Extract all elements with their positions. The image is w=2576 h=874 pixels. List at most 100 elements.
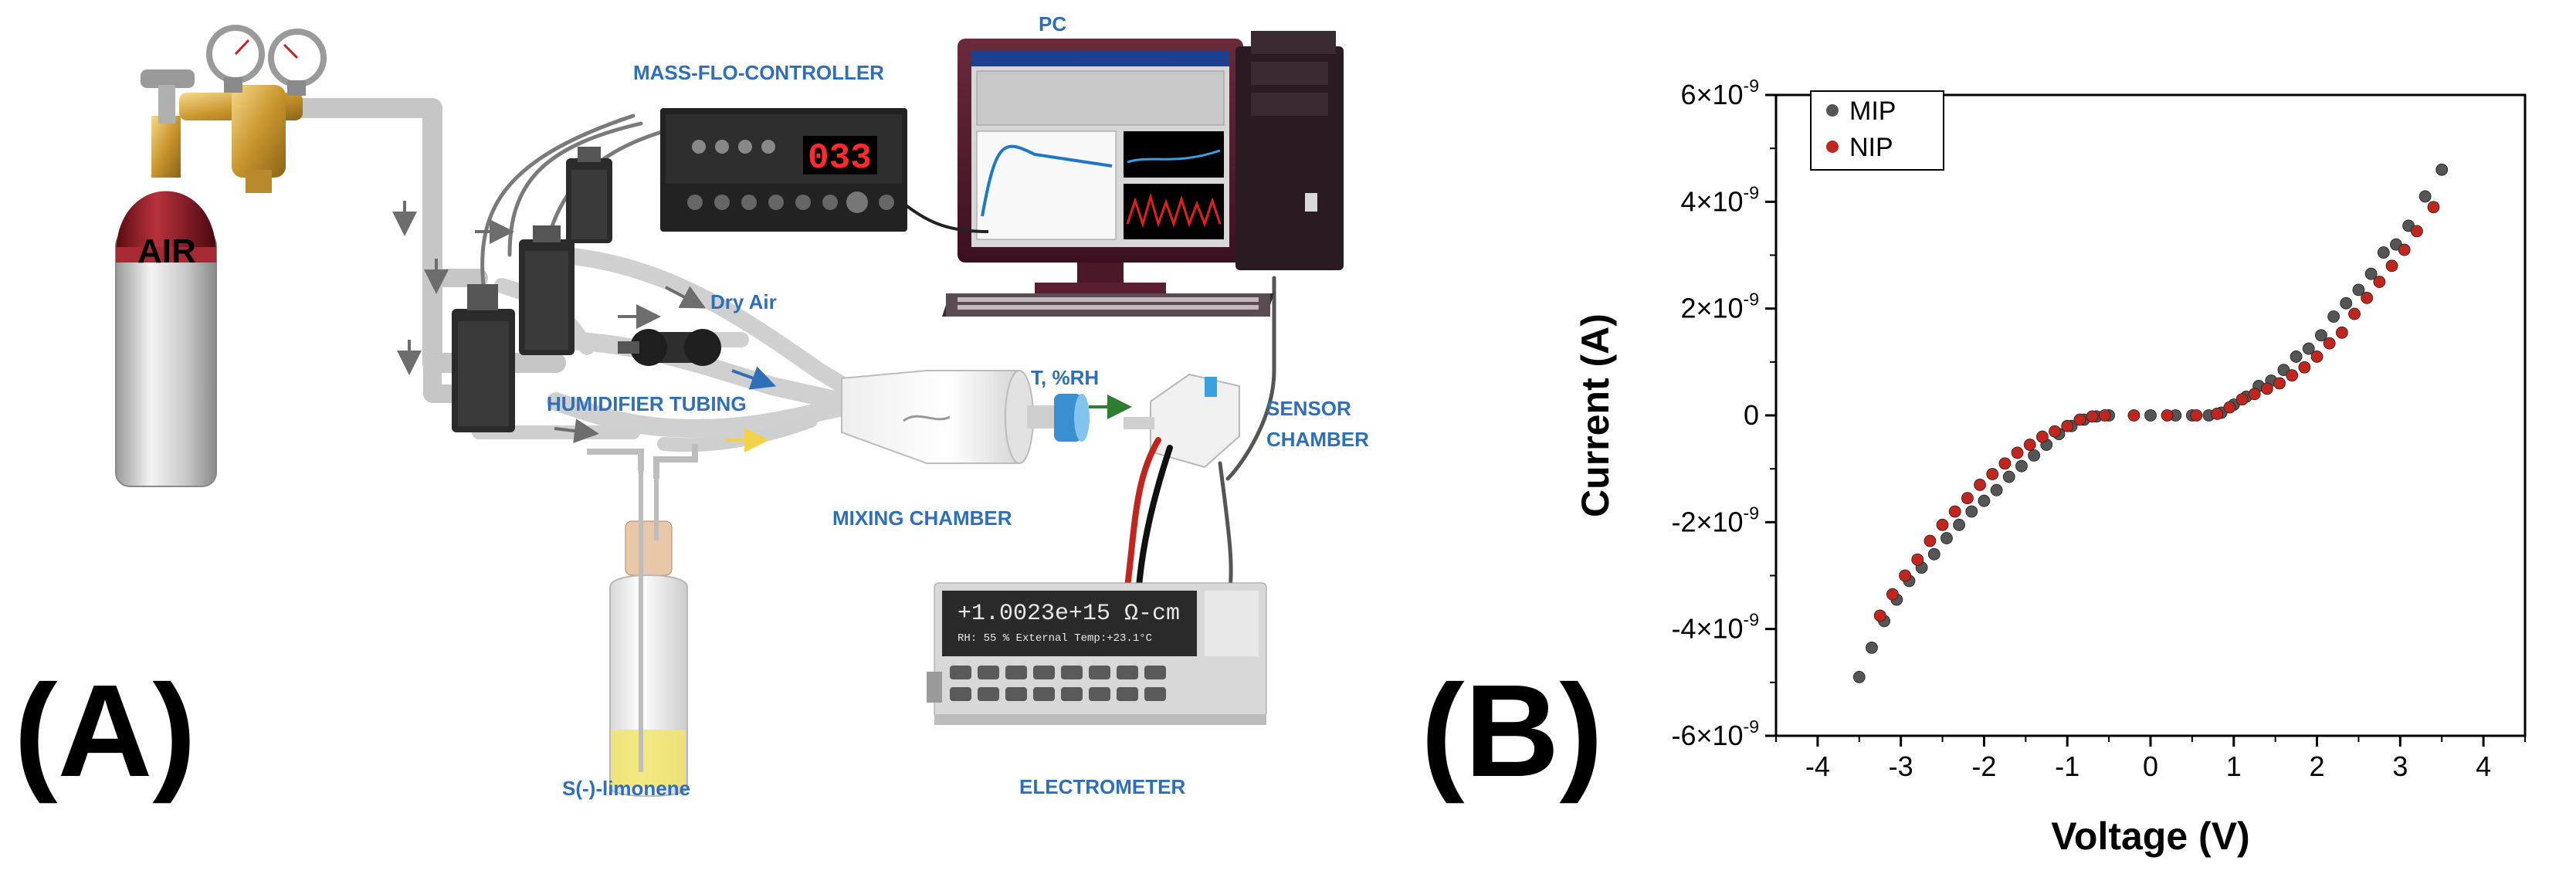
t-rh-probe [1027, 394, 1090, 442]
legend-marker-nip [1826, 141, 1839, 153]
point-mip [2327, 310, 2340, 323]
mfc-unit [566, 147, 612, 243]
point-nip [2335, 326, 2348, 339]
air-label: AIR [137, 232, 196, 270]
x-axis-title: Voltage (V) [2051, 815, 2249, 858]
point-mip [2015, 459, 2028, 473]
y-tick-mantissa: 2×10 [1680, 293, 1743, 324]
y-tick-exponent: -9 [1744, 503, 1759, 523]
point-nip [2098, 409, 2111, 422]
point-nip [2073, 413, 2086, 426]
legend-marker-mip [1826, 104, 1839, 117]
mass-flow-controllers [452, 147, 612, 432]
point-nip [2385, 259, 2398, 273]
point-mip [2418, 190, 2432, 203]
point-nip [2161, 409, 2174, 422]
y-tick-mantissa: -6×10 [1671, 720, 1743, 751]
point-nip [1974, 479, 1986, 491]
point-mip [1866, 641, 1878, 654]
point-nip [2427, 201, 2440, 214]
y-tick-mantissa: 4×10 [1680, 185, 1743, 217]
point-nip [2049, 425, 2061, 438]
mfc-label: MASS-FLO-CONTROLLER [633, 61, 884, 84]
point-mip [2340, 296, 2353, 310]
legend-box [1810, 90, 1944, 171]
point-nip [2223, 401, 2236, 414]
point-mip [2377, 246, 2390, 259]
mixing-chamber [841, 370, 1034, 464]
point-nip [2061, 419, 2074, 432]
point-mip [1953, 518, 1966, 531]
point-mip [1852, 671, 1866, 683]
mfc-readout: 033 [808, 138, 872, 178]
pc [942, 31, 1344, 317]
point-nip [1911, 553, 1924, 566]
legend-label-nip: NIP [1849, 133, 1893, 162]
point-nip [1873, 609, 1886, 622]
point-mip [2352, 283, 2365, 296]
sensor-label-line2: CHAMBER [1266, 428, 1369, 451]
humidifier-tubing [618, 329, 721, 366]
point-mip [1940, 532, 1953, 544]
point-nip [2310, 351, 2323, 363]
electrometer: +1.0023e+15 Ω-cm RH: 55 % External Temp:… [927, 582, 1267, 725]
point-nip [2035, 430, 2049, 443]
mfc-controller-box: 033 [660, 108, 907, 232]
x-tick-label: 3 [2392, 750, 2408, 782]
y-tick-mantissa: -2×10 [1671, 506, 1743, 537]
panel-a-letter: (A) [14, 658, 196, 805]
y-tick-label: -2×10-9 [1671, 503, 1759, 537]
mixing-chamber-label: MIXING CHAMBER [832, 506, 1012, 530]
point-nip [2248, 388, 2261, 401]
panel-b: (B) -6×10-9-4×10-9-2×10-902×10-94×10-96×… [1421, 76, 2527, 858]
x-tick-label: -1 [2055, 750, 2079, 782]
sensor-chamber [1124, 373, 1240, 469]
point-nip [1998, 457, 2012, 470]
flow-arrows [392, 201, 1132, 452]
point-mip [2302, 342, 2315, 355]
point-nip [2086, 410, 2099, 423]
point-mip [1927, 547, 1940, 561]
point-mip [1965, 505, 1978, 518]
y-axis-title: Current (A) [1574, 313, 1617, 517]
point-nip [2273, 377, 2286, 390]
point-nip [2410, 225, 2423, 238]
point-nip [2235, 393, 2249, 406]
point-mip [1990, 483, 2003, 496]
point-mip [2364, 267, 2378, 280]
x-tick-label: 0 [2143, 750, 2158, 782]
point-nip [2373, 276, 2386, 288]
point-nip [2127, 409, 2140, 422]
point-nip [1948, 505, 1961, 518]
y-tick-exponent: -9 [1744, 182, 1759, 202]
y-tick-exponent: -9 [1744, 716, 1759, 737]
point-mip [2002, 470, 2015, 483]
y-tick-label: 2×10-9 [1680, 290, 1759, 324]
electrometer-readout: +1.0023e+15 Ω-cm [958, 601, 1180, 627]
x-tick-label: 4 [2476, 750, 2491, 782]
pc-label: PC [1039, 12, 1066, 36]
point-nip [1986, 468, 1999, 480]
t-rh-label: T, %RH [1031, 366, 1099, 389]
x-tick-label: -3 [1889, 750, 1913, 782]
point-nip [2361, 291, 2374, 304]
legend: MIP NIP [1810, 90, 1944, 171]
iv-chart: -6×10-9-4×10-9-2×10-902×10-94×10-96×10-9… [1574, 76, 2527, 858]
point-mip [2435, 163, 2449, 176]
point-nip [2011, 446, 2024, 459]
x-tick-label: -4 [1805, 750, 1830, 782]
y-axis: -6×10-9-4×10-9-2×10-902×10-94×10-96×10-9 [1671, 76, 1776, 751]
sensor-wires [1124, 276, 1276, 605]
y-tick-label: 0 [1744, 399, 1759, 431]
humidifier-label: HUMIDIFIER TUBING [547, 392, 747, 415]
electrometer-label: ELECTROMETER [1019, 775, 1185, 798]
point-mip [2290, 351, 2303, 363]
y-tick-exponent: -9 [1744, 76, 1759, 96]
point-mip [2144, 409, 2157, 422]
y-tick-mantissa: -4×10 [1671, 613, 1743, 645]
y-tick-label: -6×10-9 [1671, 716, 1759, 751]
data-points [1852, 163, 2449, 683]
panel-b-letter: (B) [1421, 658, 1603, 805]
